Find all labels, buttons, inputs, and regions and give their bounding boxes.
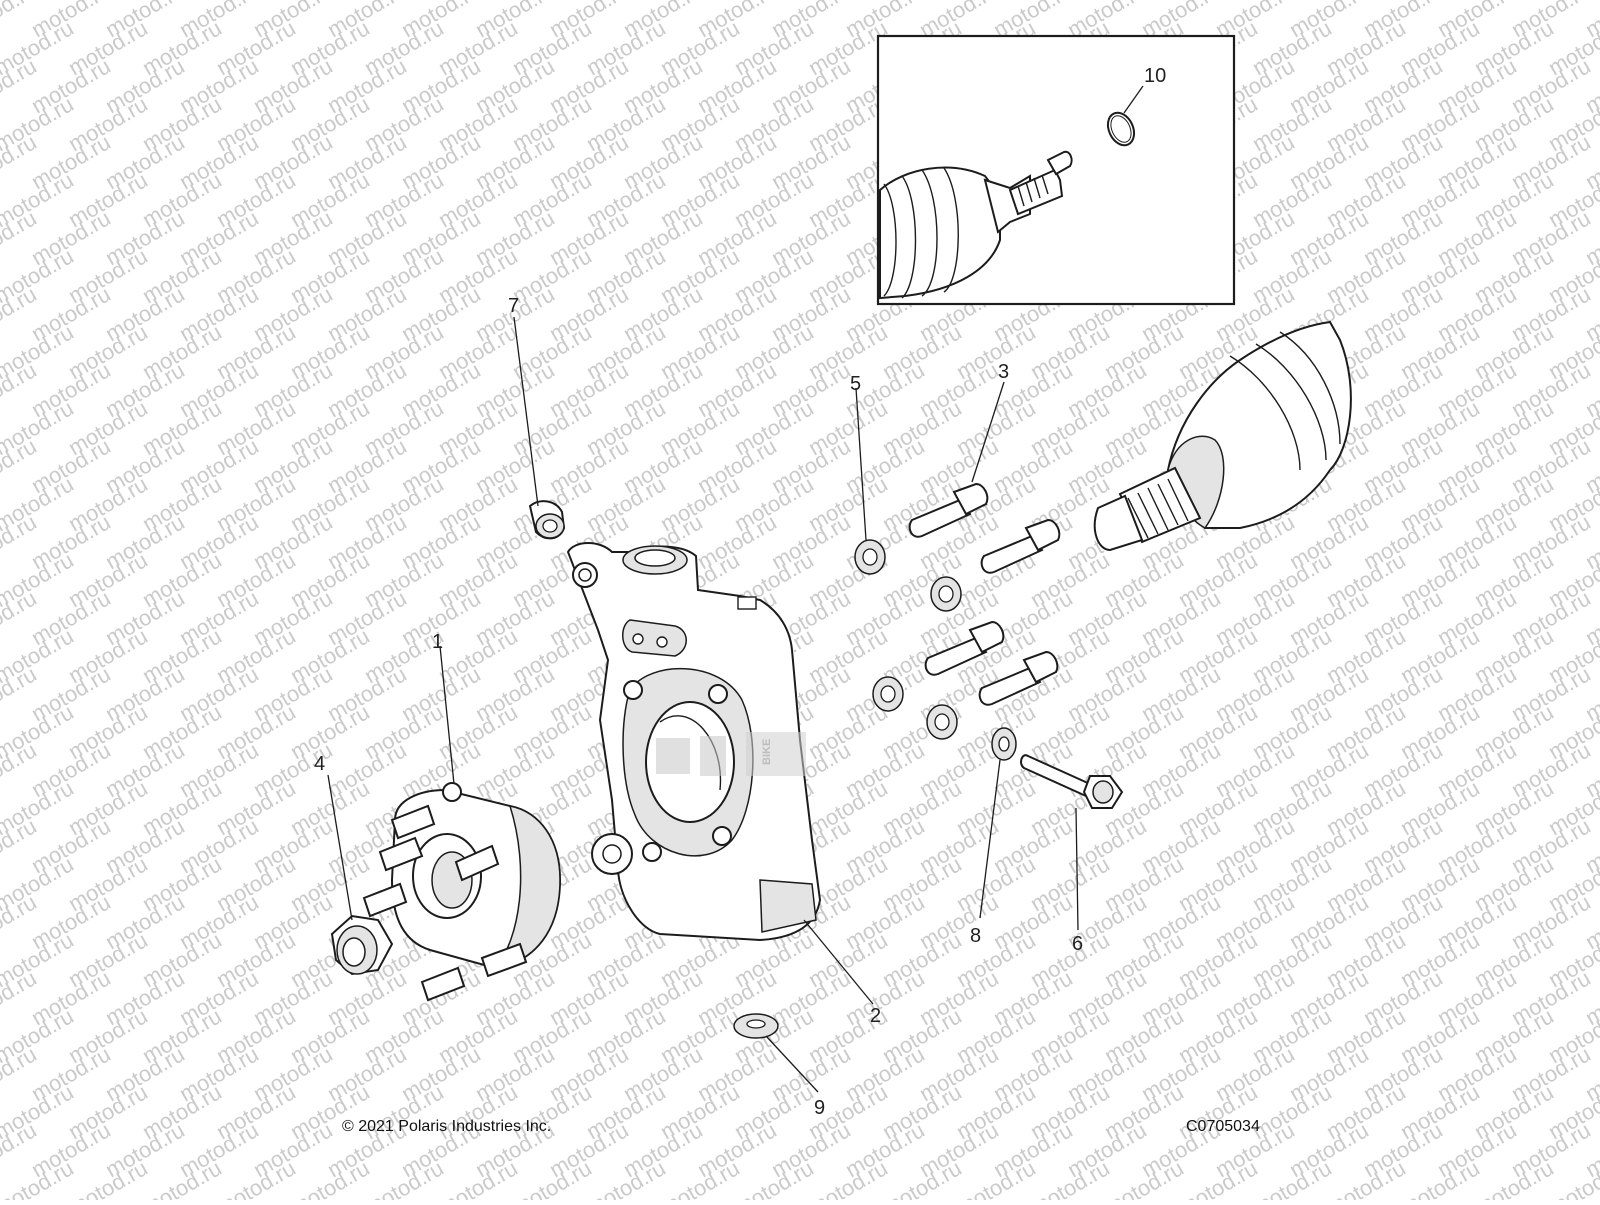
callout-10: 10 [1144, 65, 1166, 87]
copyright-notice: © 2021 Polaris Industries Inc. [342, 1118, 552, 1135]
callout-9: 9 [814, 1097, 825, 1119]
logo-text: BIKE [761, 739, 773, 765]
callout-3: 3 [998, 361, 1009, 383]
washer-8 [991, 727, 1017, 761]
callout-8: 8 [970, 925, 981, 947]
callout-7: 7 [508, 295, 519, 317]
callout-6: 6 [1072, 933, 1083, 955]
inset-detail [876, 34, 1236, 306]
callout-1: 1 [432, 631, 443, 653]
callout-4: 4 [314, 753, 325, 775]
washer-9 [733, 1013, 779, 1039]
callout-5: 5 [850, 373, 861, 395]
drawing-code: C0705034 [1186, 1118, 1260, 1135]
callout-2: 2 [870, 1005, 881, 1027]
